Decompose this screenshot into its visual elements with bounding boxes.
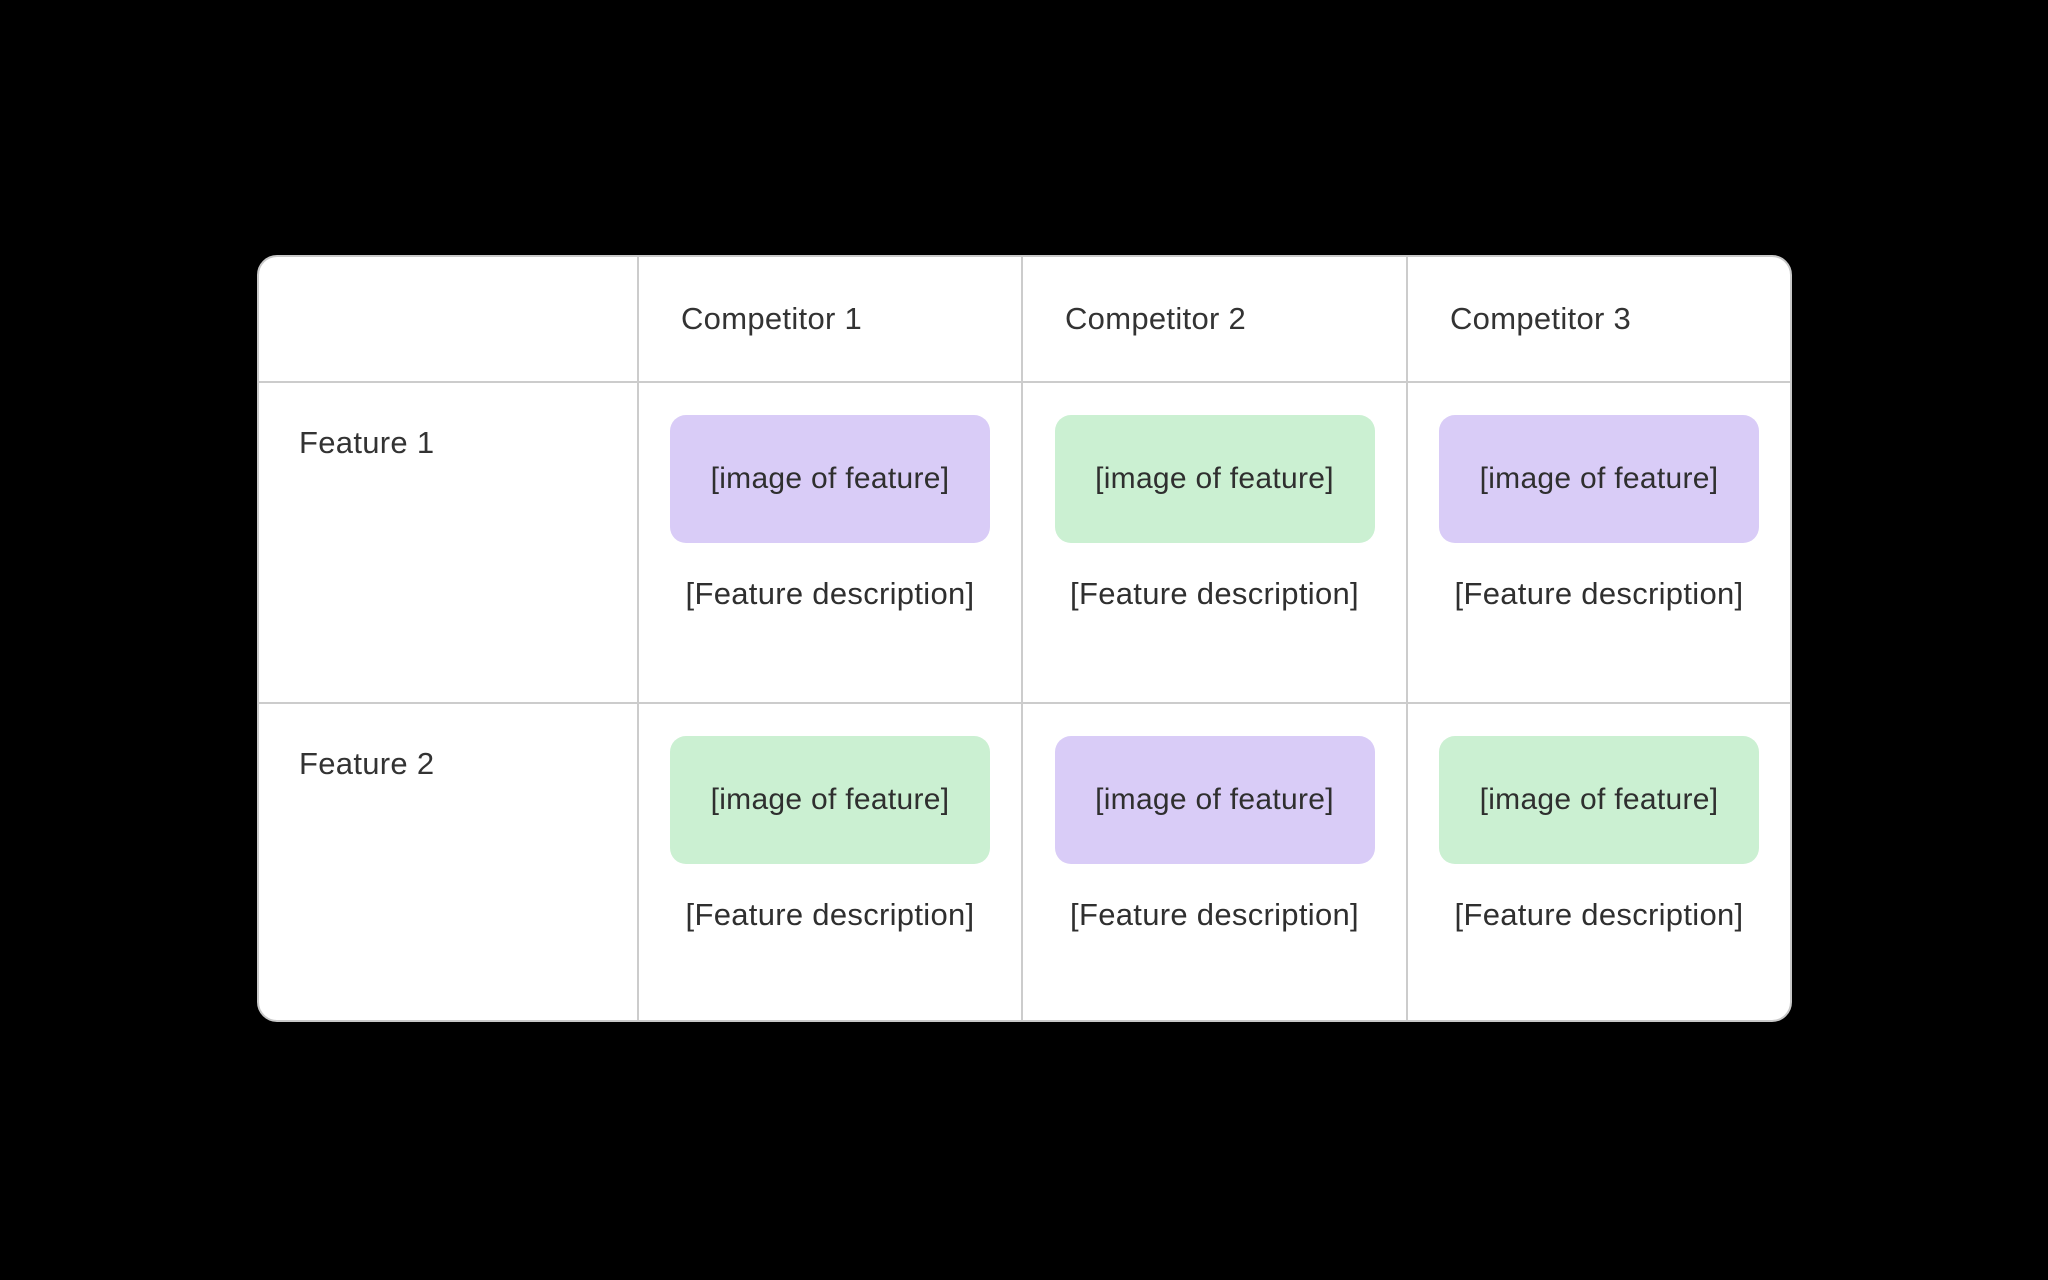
column-header-label: Competitor 1 [681,301,863,336]
table-cell-f2-c1: [image of feature] [Feature description] [639,704,1023,1020]
feature-description: [Feature description] [685,576,975,611]
table-cell-f1-c1: [image of feature] [Feature description] [639,383,1023,704]
column-header-label: Competitor 2 [1065,301,1247,336]
feature-description: [Feature description] [1454,897,1744,932]
feature-label: Feature 1 [299,425,435,460]
column-header-label: Competitor 3 [1450,301,1632,336]
feature-description: [Feature description] [1070,897,1359,932]
image-placeholder-label: [image of feature] [1095,462,1334,495]
feature-row-label: Feature 1 [259,383,639,704]
feature-image-placeholder: [image of feature] [1439,736,1759,864]
image-placeholder-label: [image of feature] [1479,783,1719,816]
feature-image-placeholder: [image of feature] [670,415,990,543]
feature-row-label: Feature 2 [259,704,639,1020]
column-header-competitor-1: Competitor 1 [639,257,1023,383]
table-cell-f2-c3: [image of feature] [Feature description] [1408,704,1790,1020]
feature-image-placeholder: [image of feature] [1054,736,1375,864]
table-cell-f1-c2: [image of feature] [Feature description] [1023,383,1408,704]
table-cell-f1-c3: [image of feature] [Feature description] [1408,383,1790,704]
comparison-table-card: Competitor 1 Competitor 2 Competitor 3 F… [257,255,1792,1022]
table-cell-f2-c2: [image of feature] [Feature description] [1023,704,1408,1020]
feature-description: [Feature description] [685,897,975,932]
feature-label: Feature 2 [299,746,435,781]
feature-description: [Feature description] [1070,576,1359,611]
feature-image-placeholder: [image of feature] [1054,415,1375,543]
column-header-competitor-3: Competitor 3 [1408,257,1790,383]
image-placeholder-label: [image of feature] [1095,783,1334,816]
corner-header-cell [259,257,639,383]
comparison-table: Competitor 1 Competitor 2 Competitor 3 F… [259,257,1790,1020]
feature-description: [Feature description] [1454,576,1744,611]
image-placeholder-label: [image of feature] [1479,462,1719,495]
image-placeholder-label: [image of feature] [710,462,950,495]
column-header-competitor-2: Competitor 2 [1023,257,1408,383]
feature-image-placeholder: [image of feature] [1439,415,1759,543]
feature-image-placeholder: [image of feature] [670,736,990,864]
image-placeholder-label: [image of feature] [710,783,950,816]
